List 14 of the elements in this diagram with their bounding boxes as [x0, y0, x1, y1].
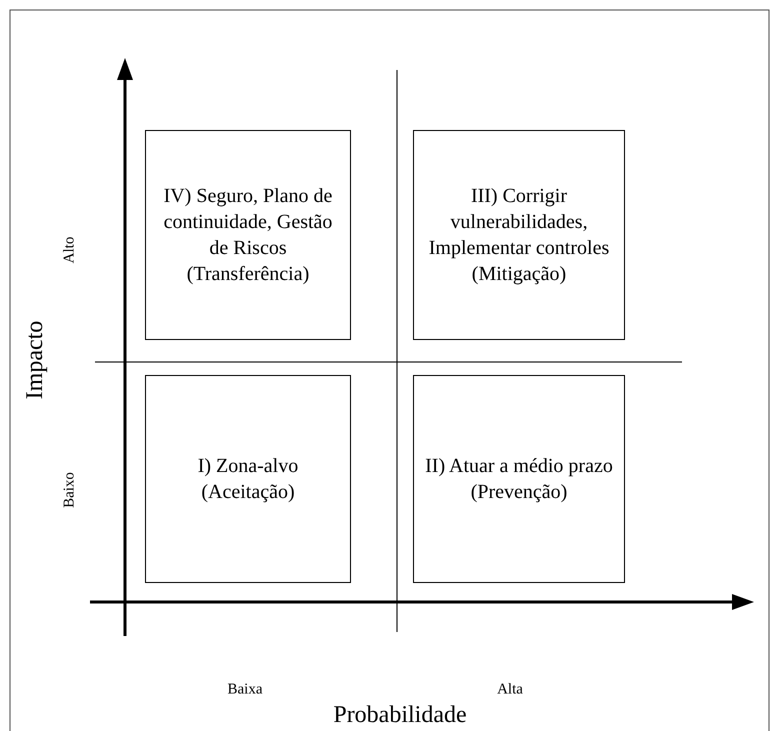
quadrant-box	[413, 130, 625, 340]
quadrant-box	[413, 375, 625, 583]
axis-label: Impacto	[23, 320, 47, 400]
quadrant-box	[145, 130, 351, 340]
axis-label: Alta	[497, 682, 523, 698]
axis-label: Alto	[62, 236, 78, 264]
axis-label: Probabilidade	[333, 703, 467, 727]
axis-label: Baixa	[228, 682, 262, 698]
quadrant-text: IV) Seguro, Plano de continuidade, Gestão de Riscos (Transferência)	[162, 184, 334, 287]
quadrant-text: II) Atuar a médio prazo (Prevenção)	[424, 454, 614, 505]
quadrant-text: III) Corrigir vulnerabilidades, Implementar controles (Mitigação)	[428, 184, 610, 287]
quadrant-text: I) Zona-alvo (Aceitação)	[196, 454, 300, 505]
axis-label: Baixo	[62, 472, 78, 508]
quadrant-box	[145, 375, 351, 583]
